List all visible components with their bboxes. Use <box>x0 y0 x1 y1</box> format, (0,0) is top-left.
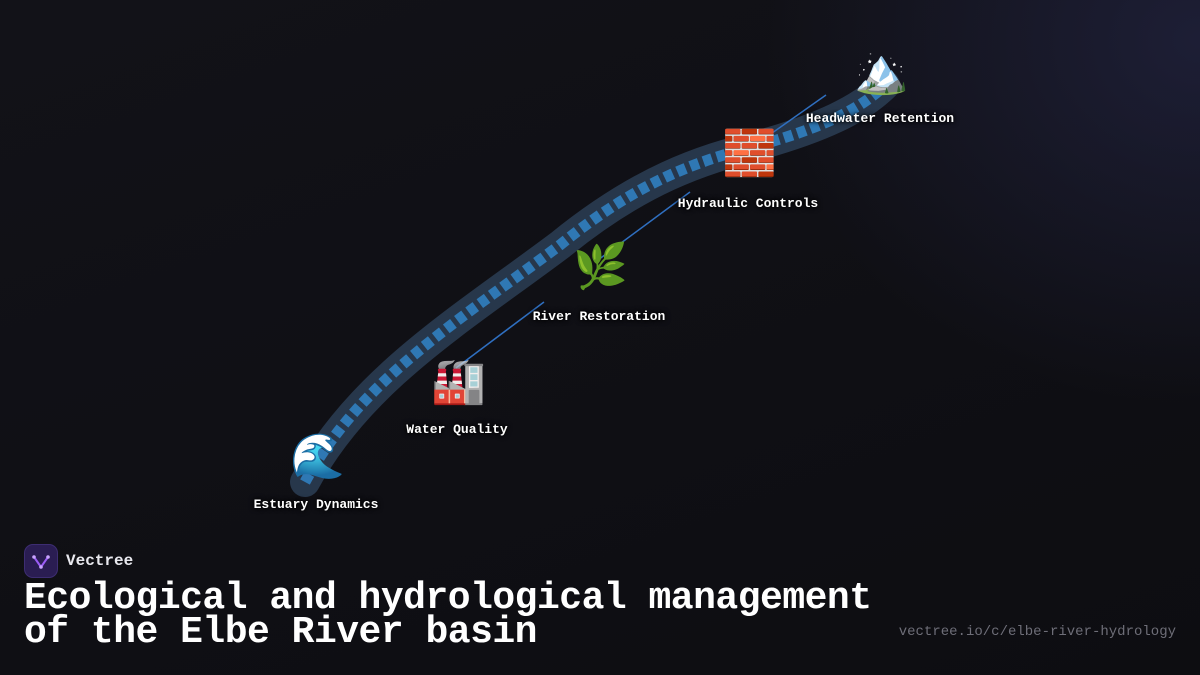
station-label: Water Quality <box>406 422 508 437</box>
station-label: River Restoration <box>532 309 666 324</box>
water-wave-icon: 🌊 <box>290 431 345 482</box>
connector-water-quality <box>455 301 545 369</box>
snow-mountain-icon: 🏔️ <box>854 46 909 97</box>
vectree-logo-icon <box>24 544 58 578</box>
station-label: Estuary Dynamics <box>253 497 379 512</box>
brand[interactable]: Vectree <box>24 544 133 578</box>
vectree-logo-glyph <box>32 555 50 569</box>
factory-icon: 🏭 <box>431 356 486 407</box>
station-label: Hydraulic Controls <box>677 196 819 211</box>
source-url[interactable]: vectree.io/c/elbe-river-hydrology <box>898 624 1176 640</box>
station-label: Headwater Retention <box>805 111 955 126</box>
brand-name: Vectree <box>66 552 134 570</box>
brick-wall-icon: 🧱 <box>722 128 777 179</box>
page-title: Ecological and hydrological management o… <box>24 577 872 654</box>
connector-restoration <box>597 191 691 261</box>
herb-icon: 🌿 <box>573 241 628 292</box>
river-dashes <box>300 81 889 485</box>
connector-hydraulic <box>747 94 827 151</box>
